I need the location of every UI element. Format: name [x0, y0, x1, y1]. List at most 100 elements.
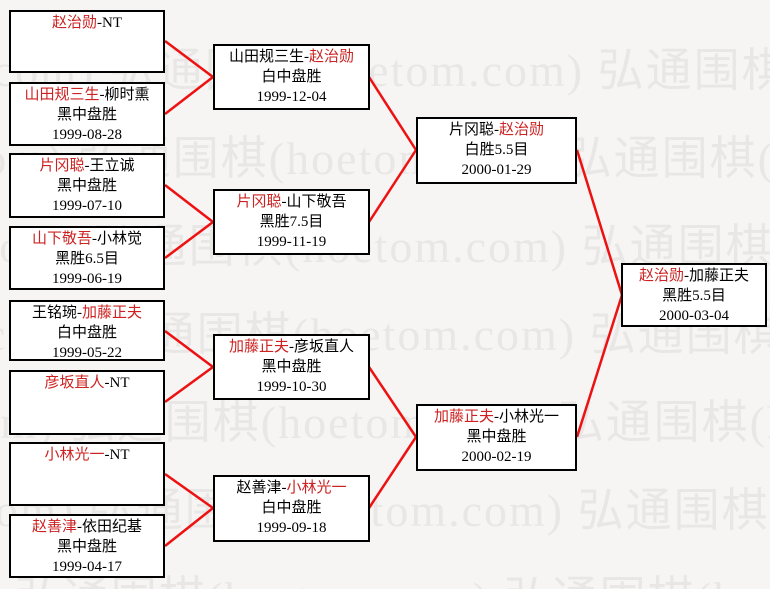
connector-line — [164, 221, 214, 259]
match-players: 彦坂直人-NT — [11, 373, 163, 393]
match-players: 王铭琬-加藤正夫 — [11, 303, 163, 323]
player2-name: 依田纪基 — [82, 519, 143, 535]
match-box-r2-2: 片冈聪-山下敬吾 黑胜7.5目 1999-11-19 — [213, 189, 370, 255]
connector-line — [164, 76, 214, 115]
match-date: 1999-08-28 — [52, 127, 122, 143]
match-players: 片冈聪-赵治勋 — [418, 120, 575, 140]
match-box-r1-8: 赵善津-依田纪基 黑中盘胜 1999-04-17 — [9, 514, 165, 578]
players-separator: - — [97, 15, 102, 31]
players-separator: - — [92, 231, 97, 247]
player2-name: 小林光一 — [286, 480, 347, 496]
player1-name: 片冈聪 — [39, 158, 85, 174]
players-separator: - — [77, 305, 82, 321]
match-date: 1999-11-19 — [256, 234, 327, 250]
player1-name: 赵善津 — [31, 519, 77, 535]
connector-line — [164, 472, 214, 510]
match-date: 1999-09-18 — [256, 520, 327, 536]
match-date: 2000-01-29 — [461, 162, 532, 178]
player1-name: 加藤正夫 — [228, 339, 289, 355]
match-box-final: 赵治勋-加藤正夫 黑胜5.5目 2000-03-04 — [621, 263, 767, 327]
match-box-sf-1: 片冈聪-赵治勋 白胜5.5目 2000-01-29 — [416, 117, 577, 184]
player2-name: NT — [109, 447, 130, 463]
players-separator: - — [289, 339, 294, 355]
player2-name: 王立诚 — [89, 158, 135, 174]
match-result: 白中盘胜 — [261, 69, 322, 85]
players-separator: - — [84, 158, 90, 174]
match-players: 山田规三生-柳时熏 — [11, 85, 163, 105]
match-result: 黑中盘胜 — [56, 107, 117, 123]
connector-line — [164, 330, 214, 368]
match-result: 白中盘胜 — [56, 325, 117, 341]
player1-name: 赵治勋 — [638, 268, 684, 284]
match-box-r1-2: 山田规三生-柳时熏 黑中盘胜 1999-08-28 — [9, 82, 165, 146]
match-players: 赵治勋-加藤正夫 — [623, 266, 765, 286]
player1-name: 山田规三生 — [228, 49, 304, 65]
match-players: 山田规三生-赵治勋 — [215, 47, 368, 67]
player1-name: 小林光一 — [44, 447, 105, 463]
players-separator: - — [104, 447, 110, 463]
player2-name: 彦坂直人 — [294, 339, 355, 355]
match-box-r1-1: 赵治勋-NT — [9, 10, 165, 73]
match-date: 1999-12-04 — [256, 89, 327, 105]
player2-name: NT — [102, 15, 122, 31]
player1-name: 加藤正夫 — [433, 409, 494, 425]
match-result: 黑中盘胜 — [261, 359, 322, 375]
players-separator: - — [684, 268, 689, 284]
player2-name: NT — [109, 375, 130, 391]
match-box-r2-3: 加藤正夫-彦坂直人 黑中盘胜 1999-10-30 — [213, 334, 370, 400]
connector-line — [164, 40, 214, 78]
player2-name: 小林光一 — [499, 409, 560, 425]
players-separator: - — [77, 519, 82, 535]
match-players: 小林光一-NT — [11, 445, 163, 465]
match-date: 1999-10-30 — [256, 379, 327, 395]
player1-name: 山下敬吾 — [31, 231, 92, 247]
match-players: 加藤正夫-小林光一 — [418, 407, 575, 427]
player1-name: 山田规三生 — [24, 87, 100, 103]
match-result: 黑胜7.5目 — [259, 214, 324, 230]
players-separator: - — [104, 375, 110, 391]
match-date: 2000-03-04 — [659, 308, 729, 324]
player1-name: 王铭琬 — [31, 305, 77, 321]
player2-name: 加藤正夫 — [82, 305, 143, 321]
match-result: 黑胜5.5目 — [662, 288, 726, 304]
player1-name: 片冈聪 — [236, 194, 282, 210]
match-result: 黑中盘胜 — [466, 429, 527, 445]
connector-line — [164, 365, 214, 404]
match-date: 2000-02-19 — [461, 449, 532, 465]
match-box-r1-4: 山下敬吾-小林觉 黑胜6.5目 1999-06-19 — [9, 226, 165, 290]
match-box-r1-7: 小林光一-NT — [9, 442, 165, 506]
connector-line — [367, 149, 418, 223]
match-result: 黑中盘胜 — [56, 178, 117, 194]
players-separator: - — [281, 480, 287, 496]
players-separator: - — [304, 49, 309, 65]
match-players: 片冈聪-王立诚 — [11, 156, 163, 176]
player1-name: 赵治勋 — [51, 15, 97, 31]
player2-name: 山下敬吾 — [286, 194, 347, 210]
match-box-r1-6: 彦坂直人-NT — [9, 370, 165, 435]
match-date: 1999-04-17 — [52, 559, 122, 575]
match-date: 1999-05-22 — [52, 345, 122, 361]
players-separator: - — [494, 122, 499, 138]
match-box-r2-4: 赵善津-小林光一 白中盘胜 1999-09-18 — [213, 475, 370, 542]
player1-name: 片冈聪 — [448, 122, 494, 138]
match-players: 片冈聪-山下敬吾 — [215, 192, 368, 212]
connector-line — [164, 507, 214, 547]
match-result: 黑胜6.5目 — [55, 251, 119, 267]
connector-line — [164, 184, 214, 223]
match-date: 1999-06-19 — [52, 271, 122, 287]
connector-line — [575, 149, 624, 296]
connector-line — [367, 76, 418, 151]
player2-name: 赵治勋 — [309, 49, 355, 65]
match-players: 赵善津-依田纪基 — [11, 517, 163, 537]
connector-line — [367, 366, 418, 438]
player2-name: 柳时熏 — [104, 87, 150, 103]
players-separator: - — [494, 409, 499, 425]
player1-name: 赵善津 — [236, 480, 282, 496]
connector-line — [367, 436, 418, 509]
match-result: 黑中盘胜 — [56, 539, 117, 555]
match-box-r2-1: 山田规三生-赵治勋 白中盘胜 1999-12-04 — [213, 44, 370, 110]
match-box-r1-3: 片冈聪-王立诚 黑中盘胜 1999-07-10 — [9, 153, 165, 218]
player1-name: 彦坂直人 — [44, 375, 105, 391]
